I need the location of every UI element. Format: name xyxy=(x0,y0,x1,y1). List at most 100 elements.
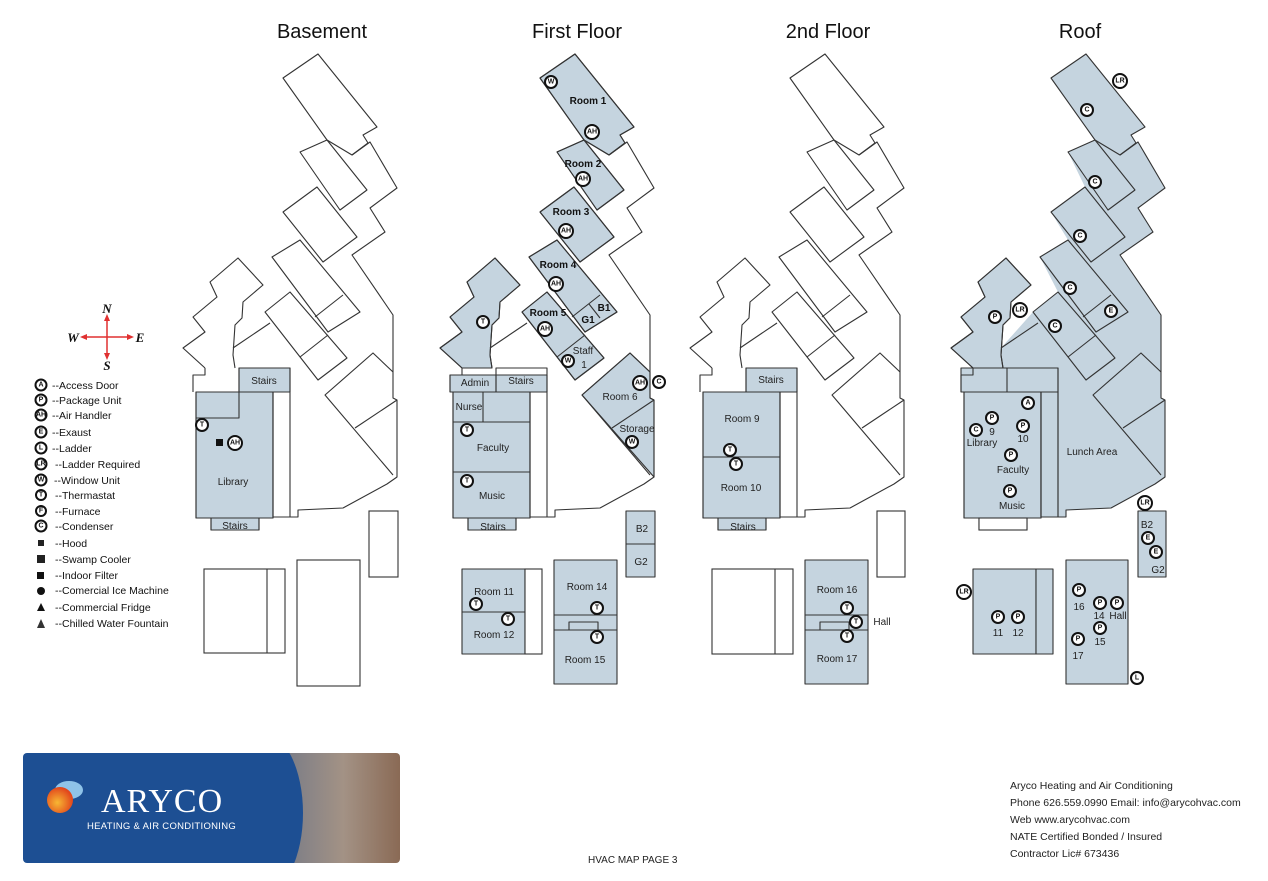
room-label: Admin xyxy=(461,378,489,389)
legend-label: --Commercial Fridge xyxy=(55,602,151,614)
svg-text:P: P xyxy=(1076,636,1081,643)
svg-text:A: A xyxy=(38,382,43,389)
room-label: 17 xyxy=(1072,651,1084,662)
floor-title-basement: Basement xyxy=(277,21,367,43)
svg-text:P: P xyxy=(1009,452,1014,459)
thermostat-icon: T xyxy=(840,629,854,643)
svg-text:LR: LR xyxy=(1015,307,1024,314)
air-handler-icon: AH xyxy=(584,124,600,140)
room-label: B2 xyxy=(1141,520,1154,531)
legend-label: --Comercial Ice Machine xyxy=(55,585,169,597)
svg-text:T: T xyxy=(595,634,600,641)
svg-text:LR: LR xyxy=(959,589,968,596)
hood-icon xyxy=(38,540,44,546)
svg-text:C: C xyxy=(1084,107,1089,114)
thermostat-icon: T xyxy=(476,315,490,329)
svg-text:AH: AH xyxy=(635,380,645,387)
floor-title-second: 2nd Floor xyxy=(786,21,871,43)
ladder-required-icon: LR xyxy=(1137,495,1153,511)
package-unit-icon: P xyxy=(1072,583,1086,597)
package-unit-icon: P xyxy=(988,310,1002,324)
svg-text:P: P xyxy=(1016,614,1021,621)
compass-north: N xyxy=(101,301,112,316)
legend-label: --Indoor Filter xyxy=(55,570,119,582)
condenser-icon: C xyxy=(652,375,666,389)
air-handler-icon: AH xyxy=(227,435,243,451)
room-label: Library xyxy=(218,477,249,488)
legend-label: --Hood xyxy=(55,538,87,550)
package-unit-icon: P xyxy=(985,411,999,425)
ice-machine-icon xyxy=(37,587,45,595)
thermostat-icon: T xyxy=(460,474,474,488)
room-label: Room 1 xyxy=(570,96,607,107)
air-handler-icon: AH xyxy=(575,171,591,187)
room-label: Room 5 xyxy=(530,308,567,319)
thermostat-icon: T xyxy=(590,630,604,644)
air-handler-icon: AH xyxy=(34,408,48,422)
svg-text:AH: AH xyxy=(230,440,240,447)
svg-text:AH: AH xyxy=(551,281,561,288)
svg-text:W: W xyxy=(629,439,636,446)
svg-text:T: T xyxy=(465,427,470,434)
ladder-required-icon: LR xyxy=(34,457,48,471)
package-unit-icon: P xyxy=(34,393,48,407)
thermostat-icon: T xyxy=(723,443,737,457)
thermostat-icon: T xyxy=(469,597,483,611)
condenser-icon: C xyxy=(1048,319,1062,333)
room-label: 15 xyxy=(1094,637,1106,648)
svg-text:T: T xyxy=(39,492,44,499)
svg-text:F: F xyxy=(39,508,44,515)
company-contact: Phone 626.559.0990 Email: info@arycohvac… xyxy=(1010,797,1241,809)
svg-text:AH: AH xyxy=(561,228,571,235)
floor-basement: Stairs Library Stairs T AH xyxy=(182,53,399,687)
room-label: 1 xyxy=(581,360,587,371)
legend-label: --Package Unit xyxy=(52,395,122,407)
fridge-icon xyxy=(37,603,45,611)
room-label: Music xyxy=(999,501,1025,512)
svg-text:T: T xyxy=(506,616,511,623)
room-label: Room 6 xyxy=(602,392,637,403)
access-door-icon: A xyxy=(34,378,48,392)
window-unit-icon: W xyxy=(561,354,575,368)
room-label: B1 xyxy=(598,303,611,314)
legend-label: --Chilled Water Fountain xyxy=(55,618,169,630)
condenser-icon: C xyxy=(34,519,48,533)
svg-text:LR: LR xyxy=(1140,500,1149,507)
floor-second: Stairs Room 9 Room 10 Stairs Room 16 Roo… xyxy=(689,53,906,685)
package-unit-icon: P xyxy=(1071,632,1085,646)
svg-text:T: T xyxy=(595,605,600,612)
condenser-icon: C xyxy=(1063,281,1077,295)
legend-label: --Condenser xyxy=(55,521,114,533)
svg-text:LR: LR xyxy=(36,461,45,468)
company-logo-banner: ARYCO HEATING & AIR CONDITIONING xyxy=(23,753,400,863)
room-label: Faculty xyxy=(477,443,509,454)
svg-text:AH: AH xyxy=(587,129,597,136)
room-label: Library xyxy=(967,438,998,449)
svg-text:T: T xyxy=(728,447,733,454)
svg-text:P: P xyxy=(1077,587,1082,594)
ladder-required-icon: LR xyxy=(956,584,972,600)
indoor-filter-icon xyxy=(37,572,44,579)
ladder-icon: L xyxy=(34,441,48,455)
package-unit-icon: P xyxy=(1003,484,1017,498)
swamp-cooler-icon xyxy=(37,555,45,563)
room-label: Room 4 xyxy=(540,260,577,271)
package-unit-icon: P xyxy=(1093,621,1107,635)
room-label: Room 9 xyxy=(724,414,759,425)
package-unit-icon: P xyxy=(1093,596,1107,610)
exhaust-icon: E xyxy=(1149,545,1163,559)
svg-text:P: P xyxy=(1008,488,1013,495)
thermostat-icon: T xyxy=(590,601,604,615)
legend-label: --Access Door xyxy=(52,380,119,392)
compass-east: E xyxy=(135,330,145,345)
room-label: 11 xyxy=(993,628,1004,639)
legend-label: --Furnace xyxy=(55,506,101,518)
thermostat-icon: T xyxy=(195,418,209,432)
room-label: Lunch Area xyxy=(1067,447,1118,458)
room-label: 10 xyxy=(1017,434,1029,445)
floor-first: Room 1 Room 2 Room 3 Room 4 Room 5 B1 G1… xyxy=(439,53,666,685)
svg-text:P: P xyxy=(1115,600,1120,607)
package-unit-icon: P xyxy=(1110,596,1124,610)
compass-south: S xyxy=(103,358,110,373)
legend-label: --Ladder Required xyxy=(55,459,140,471)
